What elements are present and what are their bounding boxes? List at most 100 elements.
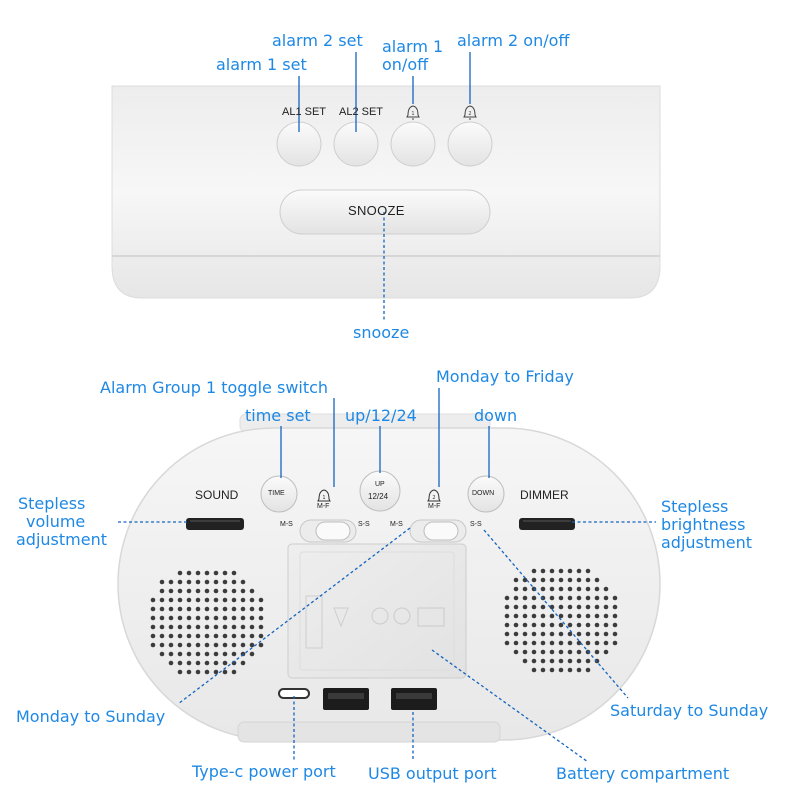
grille-hole bbox=[558, 568, 564, 574]
grille-hole bbox=[213, 660, 219, 666]
leader-lines bbox=[118, 52, 656, 763]
grille-hole bbox=[531, 658, 537, 664]
volume-wheel[interactable] bbox=[186, 518, 244, 530]
grille-hole bbox=[504, 622, 510, 628]
grille-hole bbox=[159, 606, 165, 612]
grille-hole bbox=[612, 640, 618, 646]
grille-hole bbox=[222, 606, 228, 612]
switch2-ms-label: M-S bbox=[390, 521, 403, 528]
grille-hole bbox=[168, 606, 174, 612]
grille-hole bbox=[558, 577, 564, 583]
grille-hole bbox=[540, 568, 546, 574]
dimmer-wheel[interactable] bbox=[519, 518, 575, 530]
grille-hole bbox=[177, 642, 183, 648]
grille-hole bbox=[240, 624, 246, 630]
grille-hole bbox=[540, 577, 546, 583]
grille-hole bbox=[585, 586, 591, 592]
grille-hole bbox=[594, 613, 600, 619]
grille-hole bbox=[549, 568, 555, 574]
up-12-24-button[interactable] bbox=[359, 470, 401, 512]
bottom-clock: 1 2 bbox=[117, 413, 661, 743]
grille-hole bbox=[603, 595, 609, 601]
grille-hole bbox=[585, 640, 591, 646]
snooze-label: SNOOZE bbox=[348, 203, 405, 218]
top-clock: 1 2 bbox=[111, 85, 661, 299]
grille-hole bbox=[213, 642, 219, 648]
grille-hole bbox=[258, 615, 264, 621]
grille-hole bbox=[222, 615, 228, 621]
grille-hole bbox=[249, 588, 255, 594]
grille-hole bbox=[231, 579, 237, 585]
grille-hole bbox=[603, 604, 609, 610]
grille-hole bbox=[204, 651, 210, 657]
callout-monday-to-friday: Monday to Friday bbox=[436, 367, 574, 386]
grille-hole bbox=[222, 597, 228, 603]
snooze-button[interactable] bbox=[279, 189, 491, 235]
grille-hole bbox=[540, 649, 546, 655]
alarm2-mode-switch-knob[interactable] bbox=[423, 521, 459, 541]
grille-hole bbox=[558, 667, 564, 673]
grille-hole bbox=[549, 595, 555, 601]
battery-cover[interactable] bbox=[287, 543, 467, 679]
grille-hole bbox=[240, 606, 246, 612]
grille-hole bbox=[240, 660, 246, 666]
grille-hole bbox=[576, 586, 582, 592]
grille-hole bbox=[177, 669, 183, 675]
svg-text:2: 2 bbox=[468, 111, 471, 117]
grille-hole bbox=[150, 606, 156, 612]
grille-hole bbox=[585, 604, 591, 610]
grille-hole bbox=[213, 597, 219, 603]
callout-saturday-to-sunday: Saturday to Sunday bbox=[610, 701, 769, 720]
grille-hole bbox=[177, 606, 183, 612]
grille-hole bbox=[213, 606, 219, 612]
grille-hole bbox=[222, 633, 228, 639]
alarm2-onoff-button[interactable] bbox=[447, 121, 493, 167]
grille-hole bbox=[195, 633, 201, 639]
grille-hole bbox=[177, 570, 183, 576]
grille-hole bbox=[603, 631, 609, 637]
up-button-label-line2: 12/24 bbox=[368, 492, 389, 501]
grille-hole bbox=[531, 577, 537, 583]
down-button[interactable] bbox=[467, 475, 505, 513]
grille-hole bbox=[186, 642, 192, 648]
grille-hole bbox=[531, 667, 537, 673]
grille-hole bbox=[204, 606, 210, 612]
grille-hole bbox=[231, 606, 237, 612]
grille-hole bbox=[222, 579, 228, 585]
grille-hole bbox=[567, 658, 573, 664]
grille-hole bbox=[558, 604, 564, 610]
grille-hole bbox=[612, 604, 618, 610]
grille-hole bbox=[195, 588, 201, 594]
grille-hole bbox=[513, 631, 519, 637]
alarm1-mode-switch-knob[interactable] bbox=[315, 521, 351, 541]
grille-hole bbox=[249, 615, 255, 621]
grille-hole bbox=[585, 622, 591, 628]
grille-hole bbox=[612, 631, 618, 637]
grille-hole bbox=[204, 633, 210, 639]
grille-hole bbox=[531, 649, 537, 655]
time-button[interactable] bbox=[260, 475, 298, 513]
grille-hole bbox=[576, 577, 582, 583]
grille-hole bbox=[558, 586, 564, 592]
grille-hole bbox=[549, 604, 555, 610]
al1-set-label: AL1 SET bbox=[282, 106, 327, 118]
grille-hole bbox=[222, 660, 228, 666]
grille-hole bbox=[531, 604, 537, 610]
switch2-ss-label: S-S bbox=[470, 521, 482, 528]
callout-time-set: time set bbox=[245, 406, 311, 425]
grille-hole bbox=[549, 658, 555, 664]
grille-hole bbox=[186, 615, 192, 621]
grille-hole bbox=[195, 669, 201, 675]
grille-hole bbox=[567, 649, 573, 655]
grille-hole bbox=[204, 615, 210, 621]
grille-hole bbox=[159, 579, 165, 585]
alarm1-onoff-button[interactable] bbox=[390, 121, 436, 167]
grille-hole bbox=[567, 604, 573, 610]
grille-hole bbox=[567, 622, 573, 628]
grille-hole bbox=[258, 633, 264, 639]
grille-hole bbox=[594, 631, 600, 637]
grille-hole bbox=[594, 604, 600, 610]
grille-hole bbox=[249, 651, 255, 657]
grille-hole bbox=[186, 588, 192, 594]
